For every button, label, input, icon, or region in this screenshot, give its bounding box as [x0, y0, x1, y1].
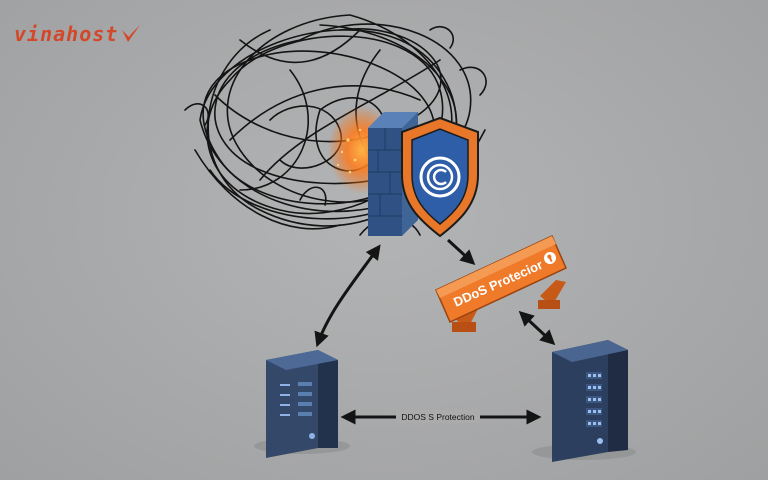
link-label: DDOS S Protection: [401, 412, 474, 422]
link-label-bg: [396, 410, 480, 423]
brand-logo: vinahost: [14, 22, 142, 46]
ddos-protector-barrier: [435, 234, 567, 332]
attack-traffic-tangle: [184, 14, 487, 236]
server-icon: [254, 350, 350, 458]
copyright-icon: [419, 156, 461, 198]
shield-icon: [401, 116, 479, 238]
impact-sparks: [336, 128, 362, 174]
server-to-firewall-arrow: [314, 244, 381, 348]
checkmark-icon: [122, 25, 141, 42]
brand-name: vinahost: [14, 22, 119, 46]
server-icon: [532, 340, 636, 462]
shield-to-barrier-arrow: [446, 238, 476, 266]
keyhole-icon: [544, 252, 556, 264]
barrier-to-server-arrow: [518, 310, 556, 346]
